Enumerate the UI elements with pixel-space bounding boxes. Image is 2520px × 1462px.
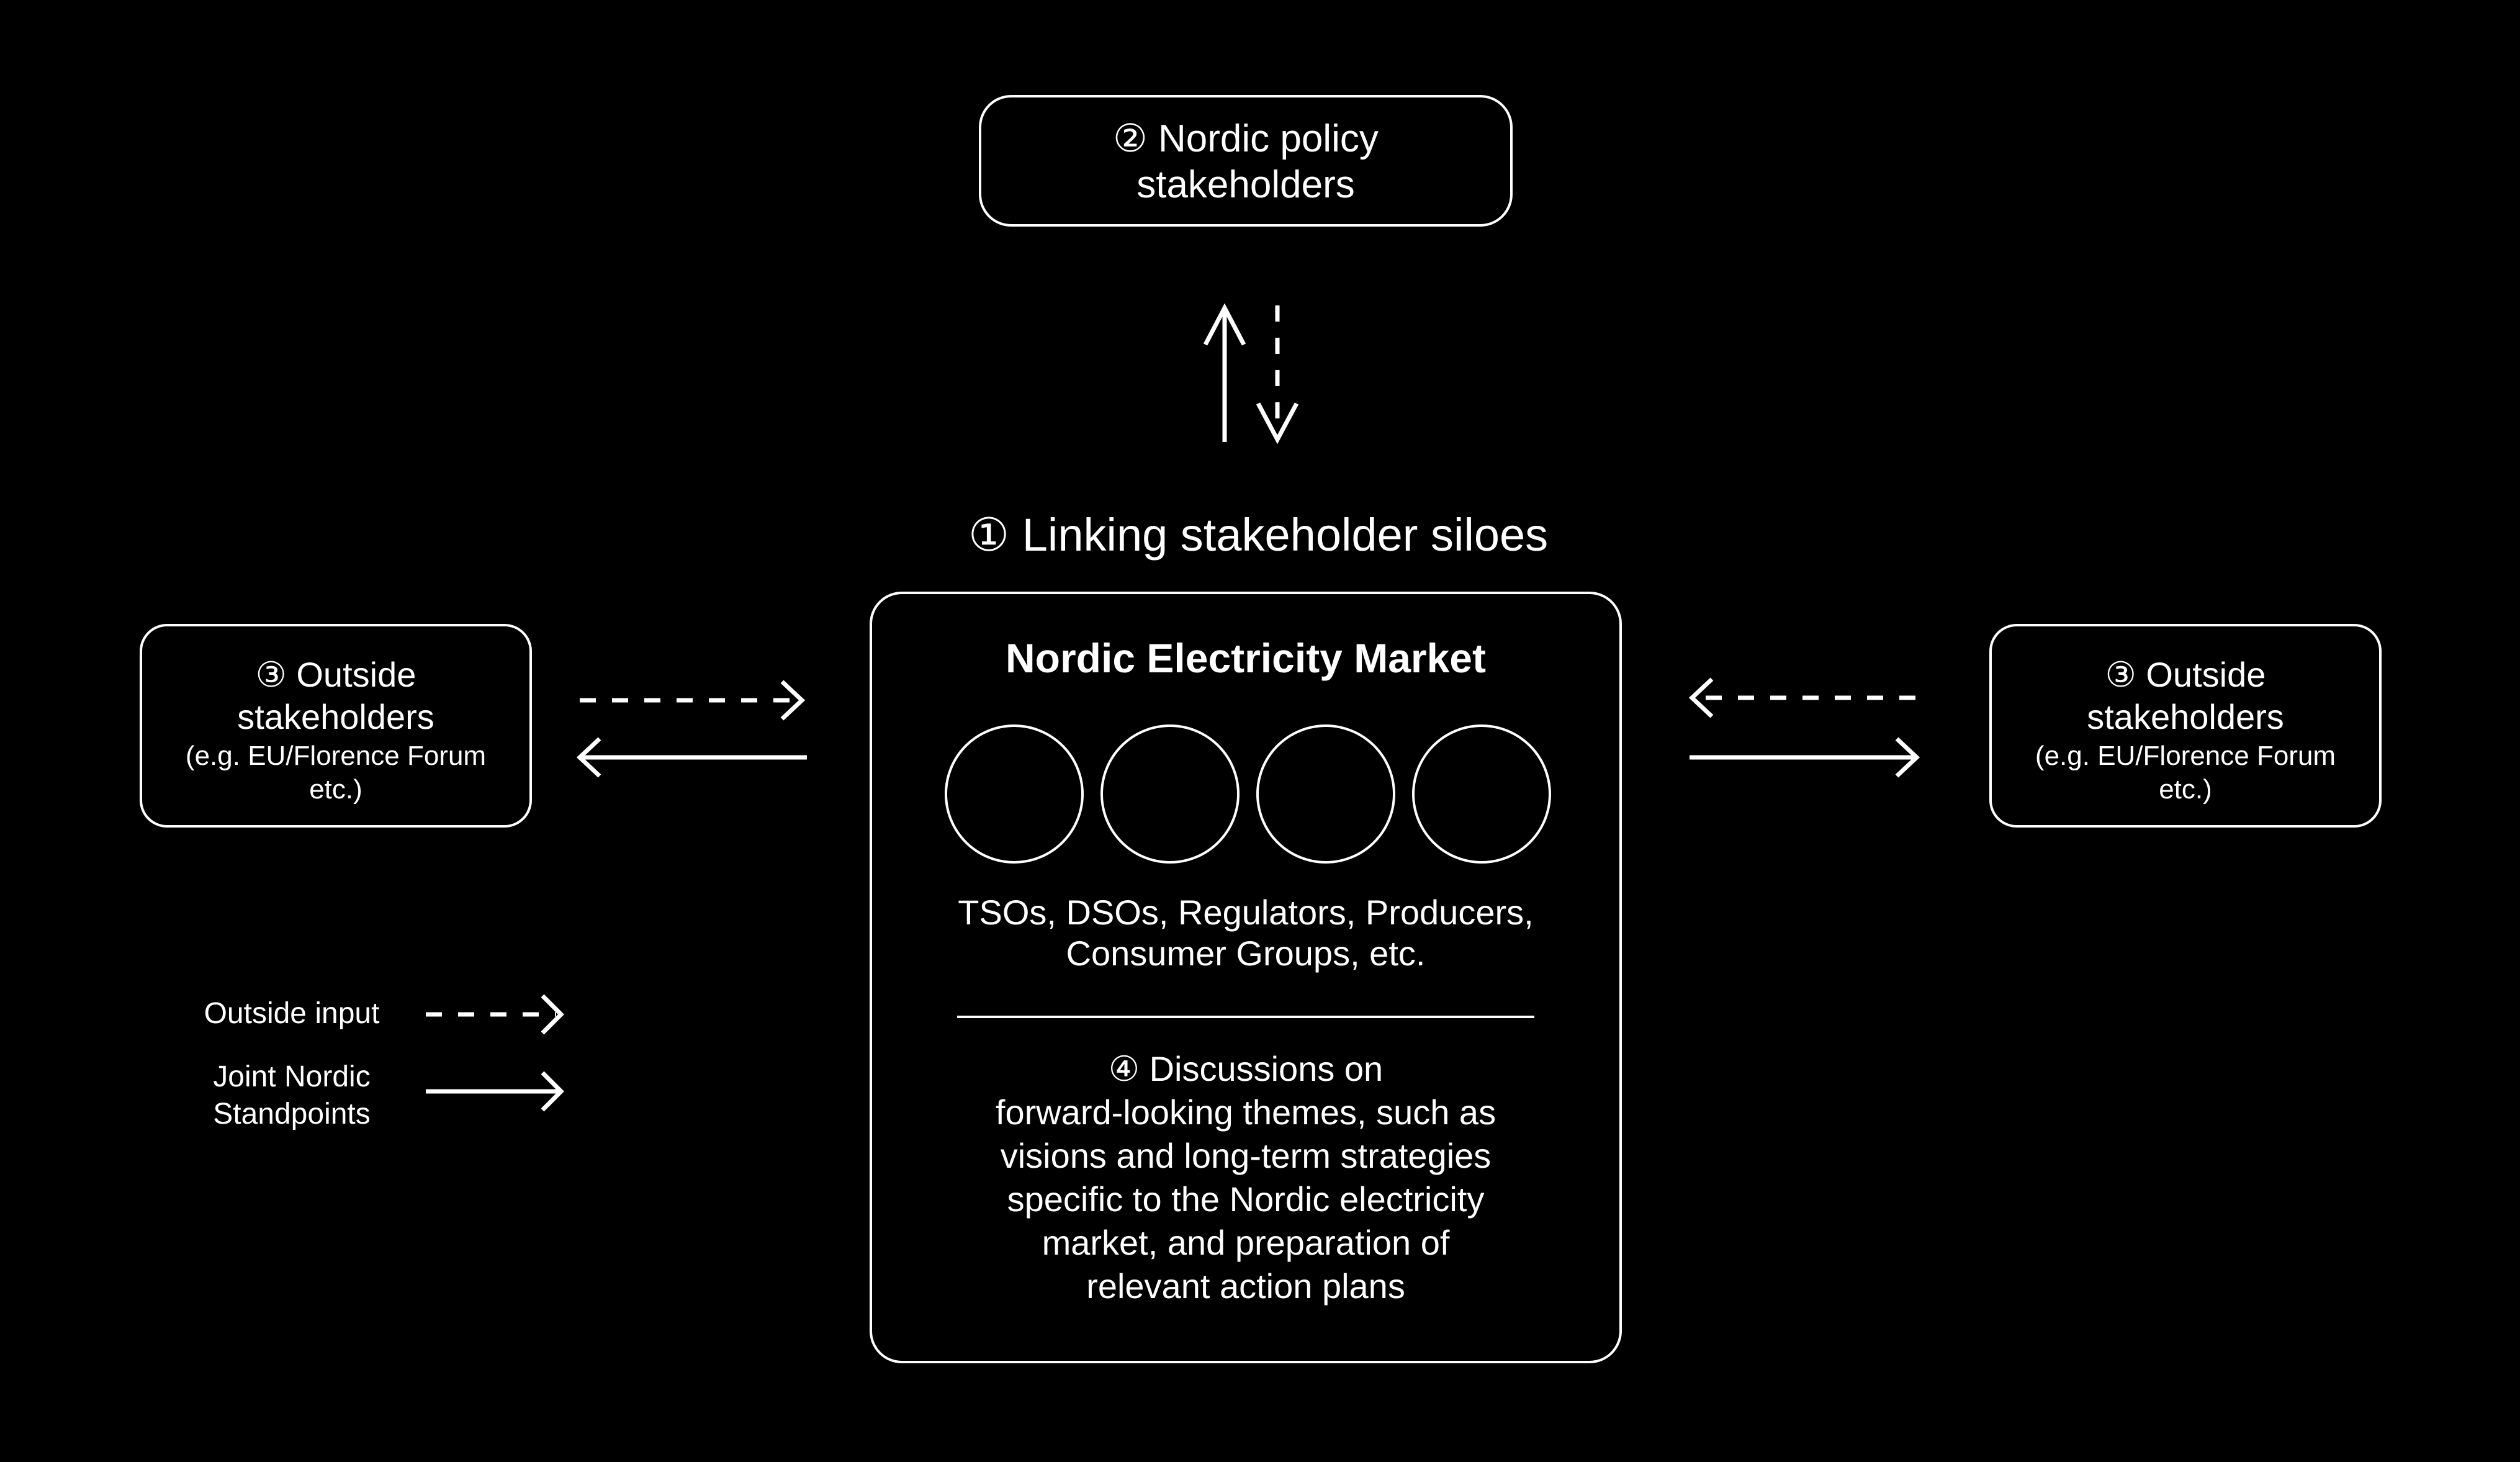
number-4-icon: ④ xyxy=(1108,1049,1140,1088)
joint-standpoint-arrow-center-to-left xyxy=(576,737,807,778)
outside-stakeholders-right-box: ③ Outside stakeholders (e.g. EU/Florence… xyxy=(1989,624,2382,828)
outside-stakeholders-left-label: ③ Outside stakeholders xyxy=(237,655,434,736)
number-1-icon: ① xyxy=(968,509,1010,561)
number-2-icon: ② xyxy=(1113,117,1148,160)
outside-stakeholders-left-box: ③ Outside stakeholders (e.g. EU/Florence… xyxy=(140,624,532,828)
legend-joint-nordic-label: Joint Nordic Standpoints xyxy=(213,1060,371,1130)
stakeholder-circle xyxy=(1412,724,1551,864)
number-3-icon: ③ xyxy=(255,655,287,694)
linking-stakeholder-siloes-title: ① Linking stakeholder siloes xyxy=(968,509,1549,561)
outside-stakeholders-right-label: ③ Outside stakeholders xyxy=(2087,655,2284,736)
outside-stakeholders-right-examples: (e.g. EU/Florence Forum etc.) xyxy=(2035,741,2336,805)
number-3-icon: ③ xyxy=(2105,655,2136,694)
stakeholder-circle xyxy=(1100,724,1240,864)
nordic-policy-stakeholders-label: ② Nordic policy stakeholders xyxy=(1113,117,1379,207)
legend-dashed-arrow-icon xyxy=(426,994,564,1035)
nordic-electricity-market-box: Nordic Electricity Market TSOs, DSOs, Re… xyxy=(870,592,1622,1363)
legend-outside-input-label: Outside input xyxy=(204,997,380,1030)
discussion-description: ④ Discussions on forward-looking themes,… xyxy=(995,1049,1496,1306)
joint-standpoint-arrow-center-to-right xyxy=(1690,737,1920,778)
nordic-electricity-market-title: Nordic Electricity Market xyxy=(1006,635,1486,681)
legend-solid-arrow-icon xyxy=(426,1071,564,1112)
stakeholder-circle xyxy=(945,724,1084,864)
outside-input-arrow-left-to-center xyxy=(580,680,806,721)
nordic-policy-stakeholders-box: ② Nordic policy stakeholders xyxy=(979,95,1513,227)
outside-input-arrow-down xyxy=(1256,305,1299,444)
members-list: TSOs, DSOs, Regulators, Producers, Consu… xyxy=(958,893,1534,973)
outside-input-arrow-right-to-center xyxy=(1688,677,1915,718)
stakeholder-circle xyxy=(1256,724,1395,864)
outside-stakeholders-left-examples: (e.g. EU/Florence Forum etc.) xyxy=(185,741,487,805)
joint-standpoint-arrow-up xyxy=(1203,303,1246,442)
divider xyxy=(957,1016,1534,1018)
